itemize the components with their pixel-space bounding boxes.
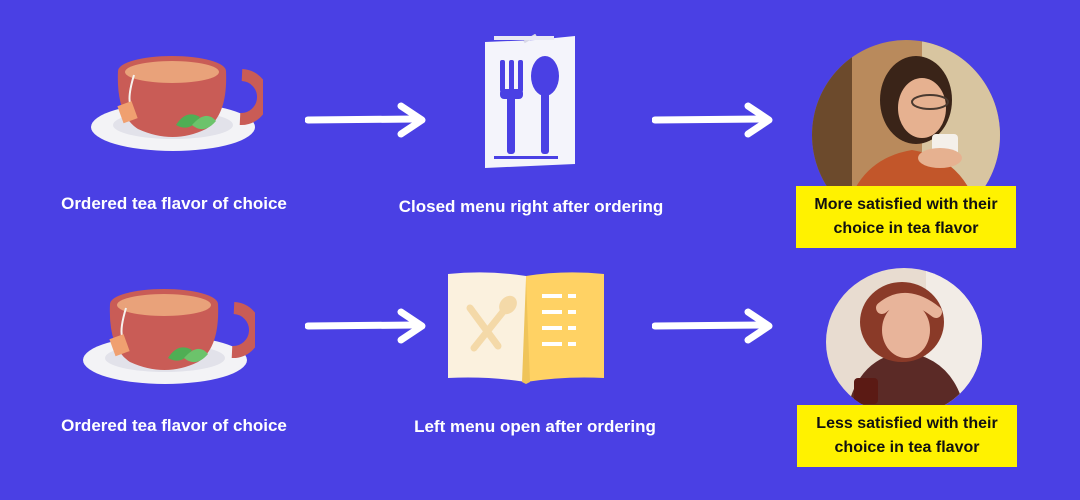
start-label-1: Ordered tea flavor of choice	[61, 194, 287, 213]
closed-menu-icon	[485, 34, 575, 168]
result-line: Less satisfied with their	[816, 415, 998, 432]
arrow-right-icon	[652, 308, 773, 344]
arrow-right-icon	[305, 102, 426, 138]
result-line: choice in tea flavor	[833, 220, 979, 237]
middle-label-1: Closed menu right after ordering	[398, 197, 664, 216]
tea-cup-icon	[91, 56, 263, 151]
tea-cup-icon	[83, 289, 255, 384]
result-line: choice in tea flavor	[834, 439, 980, 456]
result-box-2: Less satisfied with their choice in tea …	[797, 405, 1017, 467]
middle-label-2: Left menu open after ordering	[414, 417, 656, 436]
arrow-right-icon	[305, 308, 426, 344]
tired-woman-photo	[826, 268, 982, 416]
arrow-right-icon	[652, 102, 773, 138]
open-menu-icon	[448, 272, 604, 384]
result-box-1: More satisfied with their choice in tea …	[796, 186, 1016, 248]
result-line: More satisfied with their	[814, 196, 998, 213]
start-label-2: Ordered tea flavor of choice	[61, 416, 287, 435]
